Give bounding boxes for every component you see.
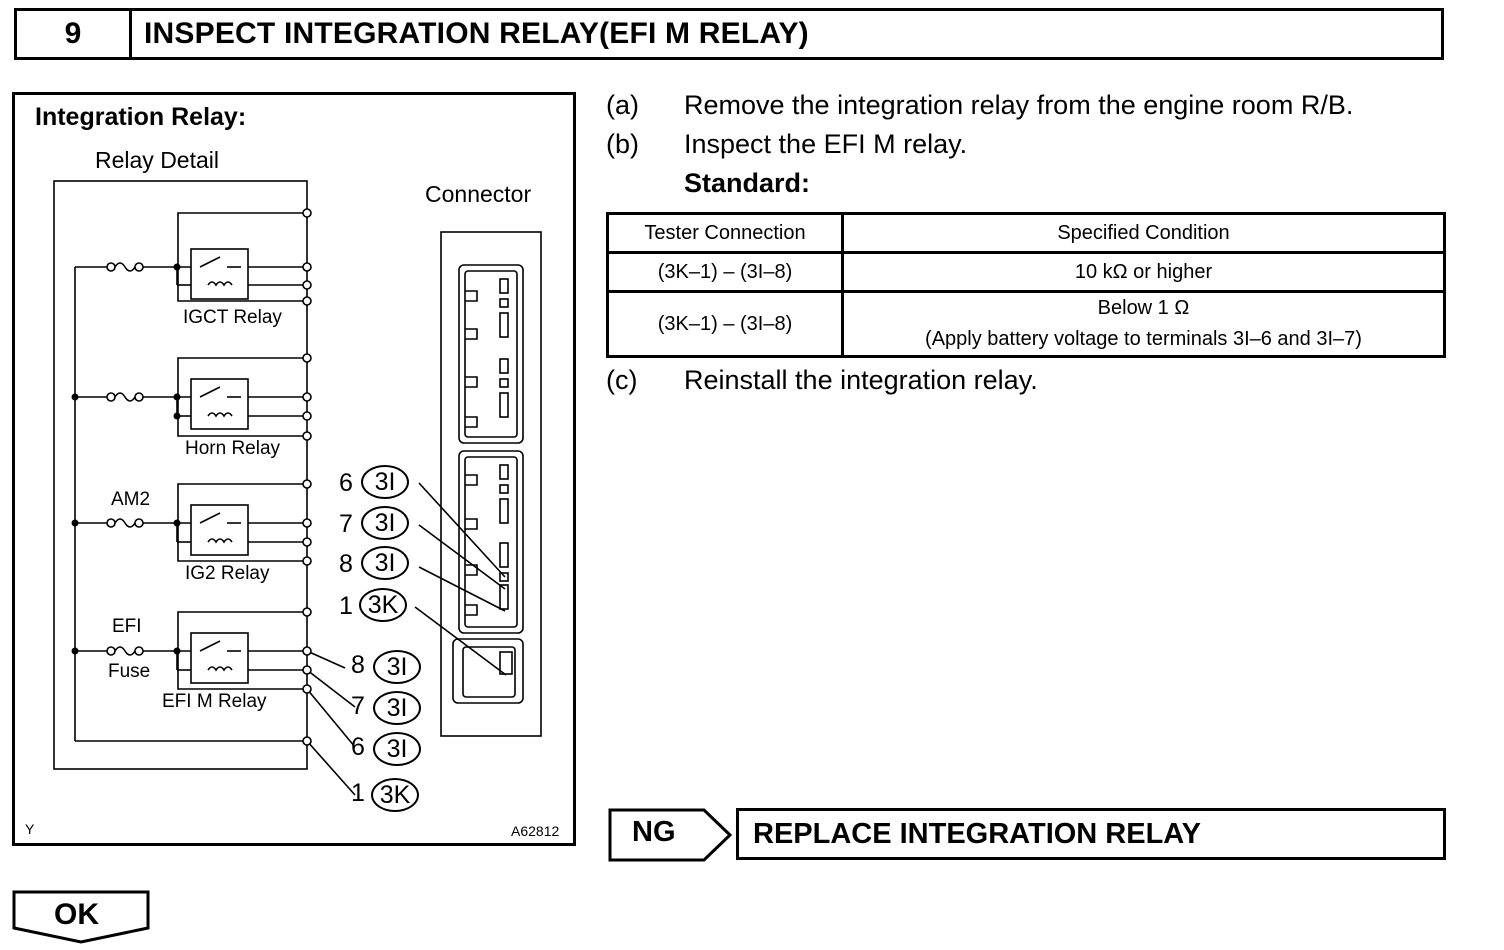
- am2-label: AM2: [111, 489, 151, 510]
- relay-wiring-diagram: [53, 180, 542, 796]
- relay-detail-label: Relay Detail: [95, 147, 219, 173]
- step-number: 9: [17, 11, 132, 57]
- connector-id: 3I: [361, 546, 409, 580]
- figure-title: Integration Relay:: [35, 103, 247, 131]
- corner-code: Y: [25, 821, 35, 837]
- figure-id: A62812: [511, 823, 560, 839]
- connector-id: 3I: [373, 732, 421, 766]
- spec-table: Tester Connection Specified Condition (3…: [606, 212, 1446, 358]
- ok-arrow-box: [12, 890, 150, 944]
- horn-relay-label: Horn Relay: [185, 438, 281, 459]
- connector-id: 3I: [361, 506, 409, 540]
- pin-number: 7: [339, 510, 353, 538]
- ok-label: OK: [54, 898, 99, 931]
- pin-number: 7: [351, 692, 365, 720]
- step-letter: (b): [606, 129, 639, 159]
- table-cell: Below 1 Ω (Apply battery voltage to term…: [841, 290, 1446, 358]
- ig2-relay-label: IG2 Relay: [185, 563, 270, 584]
- ng-label: NG: [632, 816, 676, 848]
- pin-number: 8: [339, 550, 353, 578]
- step-header: 9 INSPECT INTEGRATION RELAY(EFI M RELAY): [14, 8, 1444, 60]
- connector-label: Connector: [425, 181, 532, 207]
- step-a: (a) Remove the integration relay from th…: [606, 90, 1353, 121]
- step-title: INSPECT INTEGRATION RELAY(EFI M RELAY): [144, 17, 809, 50]
- pin-number: 1: [339, 592, 353, 620]
- table-cell-note: (Apply battery voltage to terminals 3I–6…: [925, 328, 1362, 350]
- igct-relay-label: IGCT Relay: [183, 307, 282, 328]
- efi-label: EFI: [112, 616, 142, 637]
- table-cell: (3K–1) – (3I–8): [606, 290, 844, 358]
- step-letter: (a): [606, 90, 639, 120]
- connector-id: 3K: [371, 778, 419, 812]
- ng-arrow-box: [608, 808, 733, 862]
- standard-label: Standard:: [684, 168, 811, 198]
- table-header: Tester Connection: [606, 212, 844, 254]
- table-row: (3K–1) – (3I–8) 10 kΩ or higher: [606, 251, 1446, 293]
- table-cell-condition: Below 1 Ω: [1097, 297, 1190, 319]
- step-b: (b) Inspect the EFI M relay.: [606, 129, 967, 160]
- pin-number: 8: [351, 651, 365, 679]
- efi-m-relay-label: EFI M Relay: [162, 691, 267, 712]
- connector-id: 3I: [361, 465, 409, 499]
- wiring-figure: Integration Relay: Relay Detail Connecto…: [12, 92, 576, 846]
- table-cell: (3K–1) – (3I–8): [606, 251, 844, 293]
- table-row: (3K–1) – (3I–8) Below 1 Ω (Apply battery…: [606, 290, 1446, 358]
- connector-id: 3K: [359, 588, 407, 622]
- step-text: Inspect the EFI M relay.: [684, 129, 968, 159]
- step-letter: (c): [606, 365, 638, 395]
- pin-number: 1: [351, 779, 365, 807]
- pin-number: 6: [339, 469, 353, 497]
- table-cell: 10 kΩ or higher: [841, 251, 1446, 293]
- step-text: Reinstall the integration relay.: [684, 365, 1038, 395]
- table-header: Specified Condition: [841, 212, 1446, 254]
- step-text: Remove the integration relay from the en…: [684, 90, 1354, 120]
- table-header-row: Tester Connection Specified Condition: [606, 212, 1446, 254]
- ng-action-box: REPLACE INTEGRATION RELAY: [736, 808, 1446, 860]
- connector-id: 3I: [373, 650, 421, 684]
- fuse-label: Fuse: [108, 661, 151, 682]
- connector-id: 3I: [373, 691, 421, 725]
- step-c: (c) Reinstall the integration relay.: [606, 365, 1038, 396]
- pin-number: 6: [351, 733, 365, 761]
